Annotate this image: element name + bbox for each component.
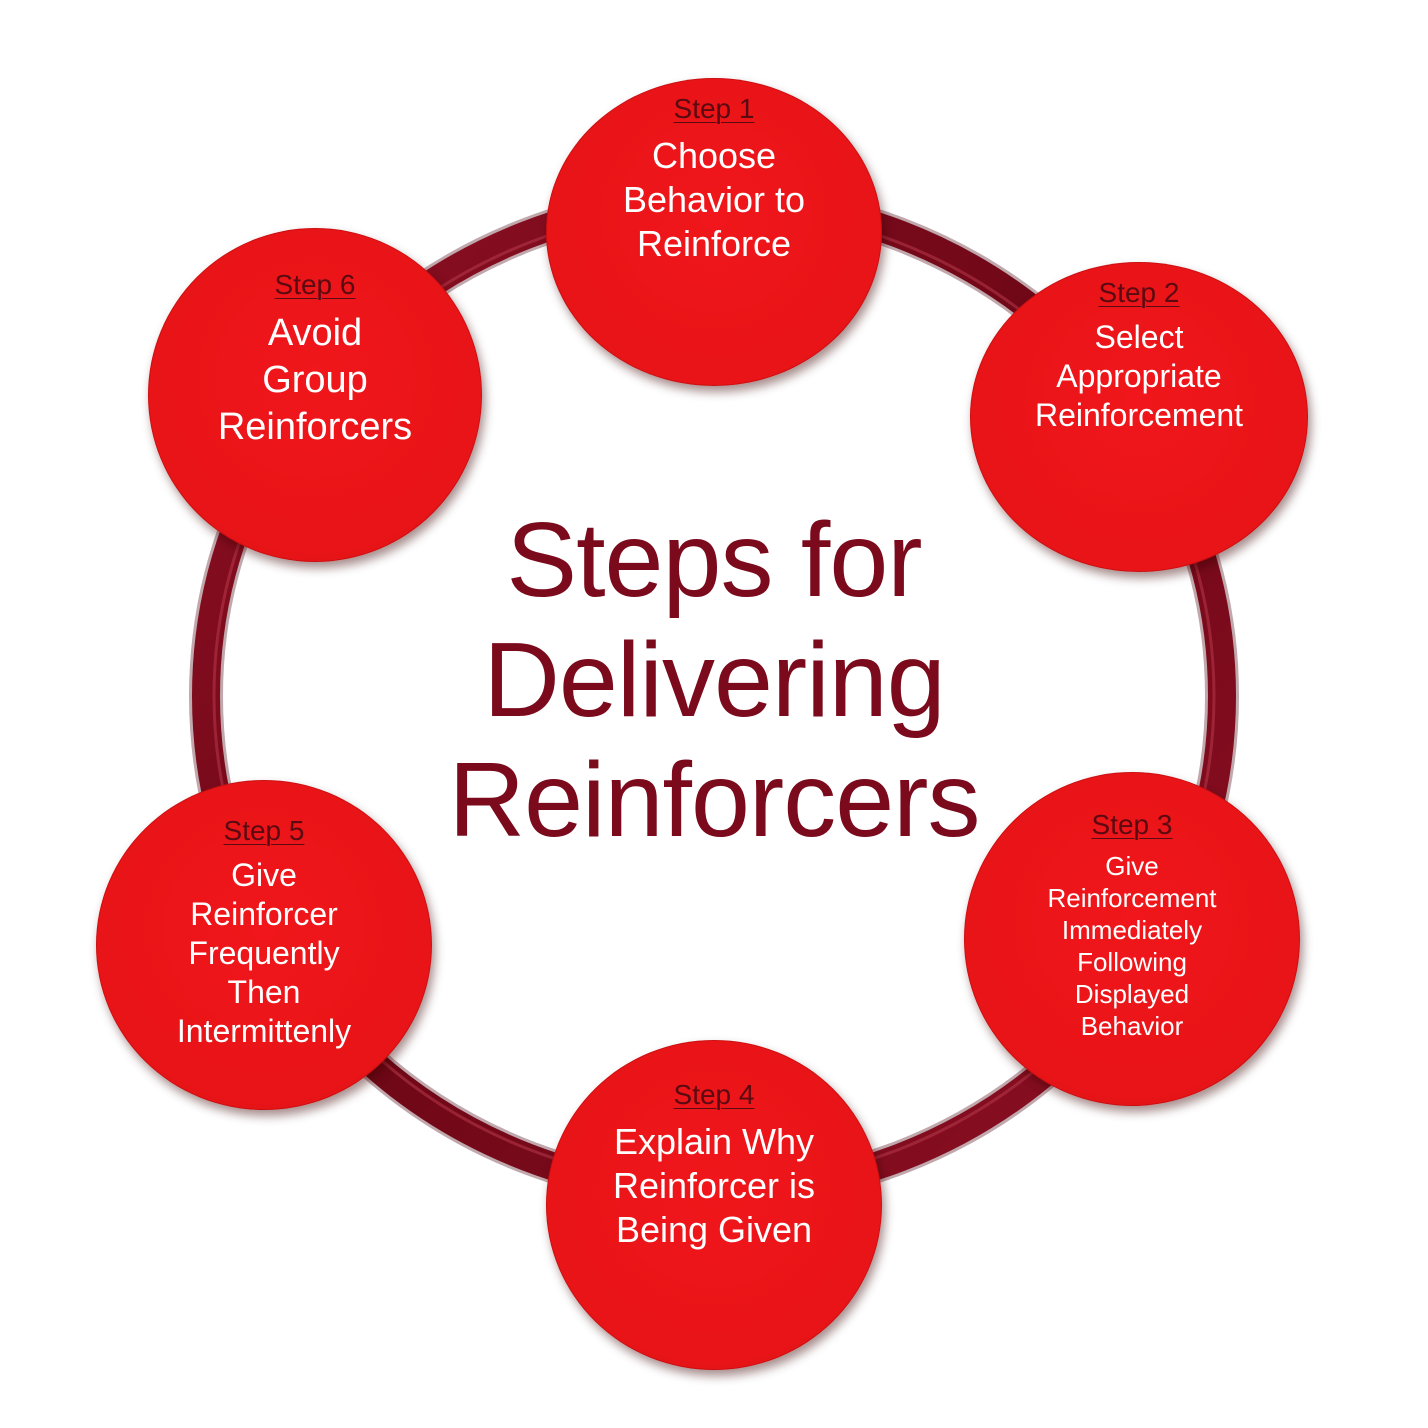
step-6-node: Step 6 Avoid Group Reinforcers — [148, 228, 482, 562]
step-1-label: Step 1 — [673, 93, 755, 124]
step-2-line-1: Select — [1094, 319, 1184, 355]
step-3-line-1: Give — [1105, 851, 1159, 881]
step-3-line-5: Displayed — [1074, 979, 1190, 1009]
diagram-title: Steps for Delivering Reinforcers — [364, 500, 1064, 860]
step-1-line-2: Behavior to — [622, 179, 806, 220]
step-4-node: Step 4 Explain Why Reinforcer is Being G… — [546, 1040, 882, 1370]
step-5-node: Step 5 Give Reinforcer Frequently Then I… — [96, 780, 432, 1110]
step-4-line-3: Being Given — [615, 1209, 813, 1250]
step-6-text: Avoid Group Reinforcers — [148, 310, 482, 451]
step-5-line-4: Then — [227, 974, 301, 1010]
step-3-line-3: Immediately — [1061, 915, 1203, 945]
step-1-line-1: Choose — [651, 135, 777, 176]
step-3-label: Step 3 — [1091, 809, 1173, 840]
step-1-line-3: Reinforce — [636, 223, 792, 264]
step-1-text: Choose Behavior to Reinforce — [546, 134, 882, 266]
step-3-line-2: Reinforcement — [1047, 883, 1217, 913]
step-6-line-2: Group — [262, 359, 368, 401]
step-2-line-2: Appropriate — [1056, 358, 1222, 394]
step-6-label: Step 6 — [274, 269, 356, 300]
step-5-line-2: Reinforcer — [190, 896, 338, 932]
title-line-1: Steps for — [506, 501, 922, 619]
step-6-line-1: Avoid — [267, 312, 363, 354]
step-4-text: Explain Why Reinforcer is Being Given — [546, 1120, 882, 1252]
step-2-label: Step 2 — [1098, 277, 1180, 308]
title-line-3: Reinforcers — [448, 741, 981, 859]
step-3-line-6: Behavior — [1080, 1011, 1184, 1041]
step-3-node: Step 3 Give Reinforcement Immediately Fo… — [964, 772, 1300, 1106]
step-2-text: Select Appropriate Reinforcement — [970, 318, 1308, 435]
step-5-label: Step 5 — [223, 815, 305, 846]
step-4-label: Step 4 — [673, 1079, 755, 1110]
step-5-text: Give Reinforcer Frequently Then Intermit… — [96, 856, 432, 1051]
step-6-line-3: Reinforcers — [217, 406, 413, 448]
step-4-line-1: Explain Why — [613, 1121, 815, 1162]
step-5-line-5: Intermittenly — [176, 1013, 352, 1049]
step-2-node: Step 2 Select Appropriate Reinforcement — [970, 262, 1308, 572]
step-3-text: Give Reinforcement Immediately Following… — [964, 850, 1300, 1042]
title-line-2: Delivering — [483, 621, 945, 739]
step-5-line-1: Give — [231, 857, 297, 893]
step-1-node: Step 1 Choose Behavior to Reinforce — [546, 78, 882, 386]
step-4-line-2: Reinforcer is — [612, 1165, 816, 1206]
step-5-line-3: Frequently — [188, 935, 340, 971]
step-3-line-4: Following — [1077, 947, 1187, 977]
step-2-line-3: Reinforcement — [1034, 397, 1244, 433]
